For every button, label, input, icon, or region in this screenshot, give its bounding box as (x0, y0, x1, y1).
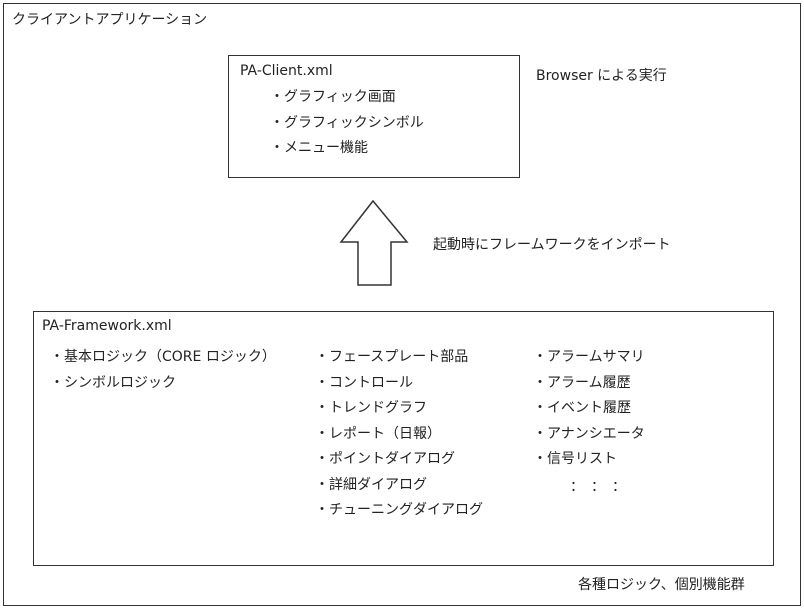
list-item: シンボルロジック (50, 374, 276, 400)
continuation-ellipsis: ： ： ： (570, 479, 626, 495)
framework-column-1: 基本ロジック（CORE ロジック） シンボルロジック (50, 348, 276, 399)
list-item: 詳細ダイアログ (315, 476, 483, 502)
list-item: 信号リスト (533, 450, 645, 476)
list-item: 基本ロジック（CORE ロジック） (50, 348, 276, 374)
client-application-frame (3, 3, 801, 606)
up-arrow-icon (339, 199, 409, 286)
client-filename: PA-Client.xml (240, 63, 333, 79)
list-item: コントロール (315, 374, 483, 400)
list-item: イベント履歴 (533, 399, 645, 425)
framework-column-3: アラームサマリ アラーム履歴 イベント履歴 アナンシエータ 信号リスト (533, 348, 645, 476)
client-feature-list: グラフィック画面 グラフィックシンボル メニュー機能 (270, 88, 424, 165)
framework-filename: PA-Framework.xml (42, 318, 172, 334)
browser-label: Browser による実行 (536, 68, 667, 84)
list-item: トレンドグラフ (315, 399, 483, 425)
list-item: メニュー機能 (270, 139, 424, 165)
list-item: アラーム履歴 (533, 374, 645, 400)
app-title: クライアントアプリケーション (12, 12, 208, 28)
import-label: 起動時にフレームワークをインポート (433, 237, 671, 253)
list-item: グラフィックシンボル (270, 114, 424, 140)
list-item: レポート（日報） (315, 425, 483, 451)
list-item: ポイントダイアログ (315, 450, 483, 476)
list-item: アナンシエータ (533, 425, 645, 451)
framework-caption: 各種ロジック、個別機能群 (578, 577, 745, 593)
list-item: グラフィック画面 (270, 88, 424, 114)
client-box (228, 55, 520, 178)
list-item: アラームサマリ (533, 348, 645, 374)
list-item: フェースプレート部品 (315, 348, 483, 374)
list-item: チューニングダイアログ (315, 501, 483, 527)
framework-column-2: フェースプレート部品 コントロール トレンドグラフ レポート（日報） ポイントダ… (315, 348, 483, 527)
framework-box (33, 311, 774, 566)
